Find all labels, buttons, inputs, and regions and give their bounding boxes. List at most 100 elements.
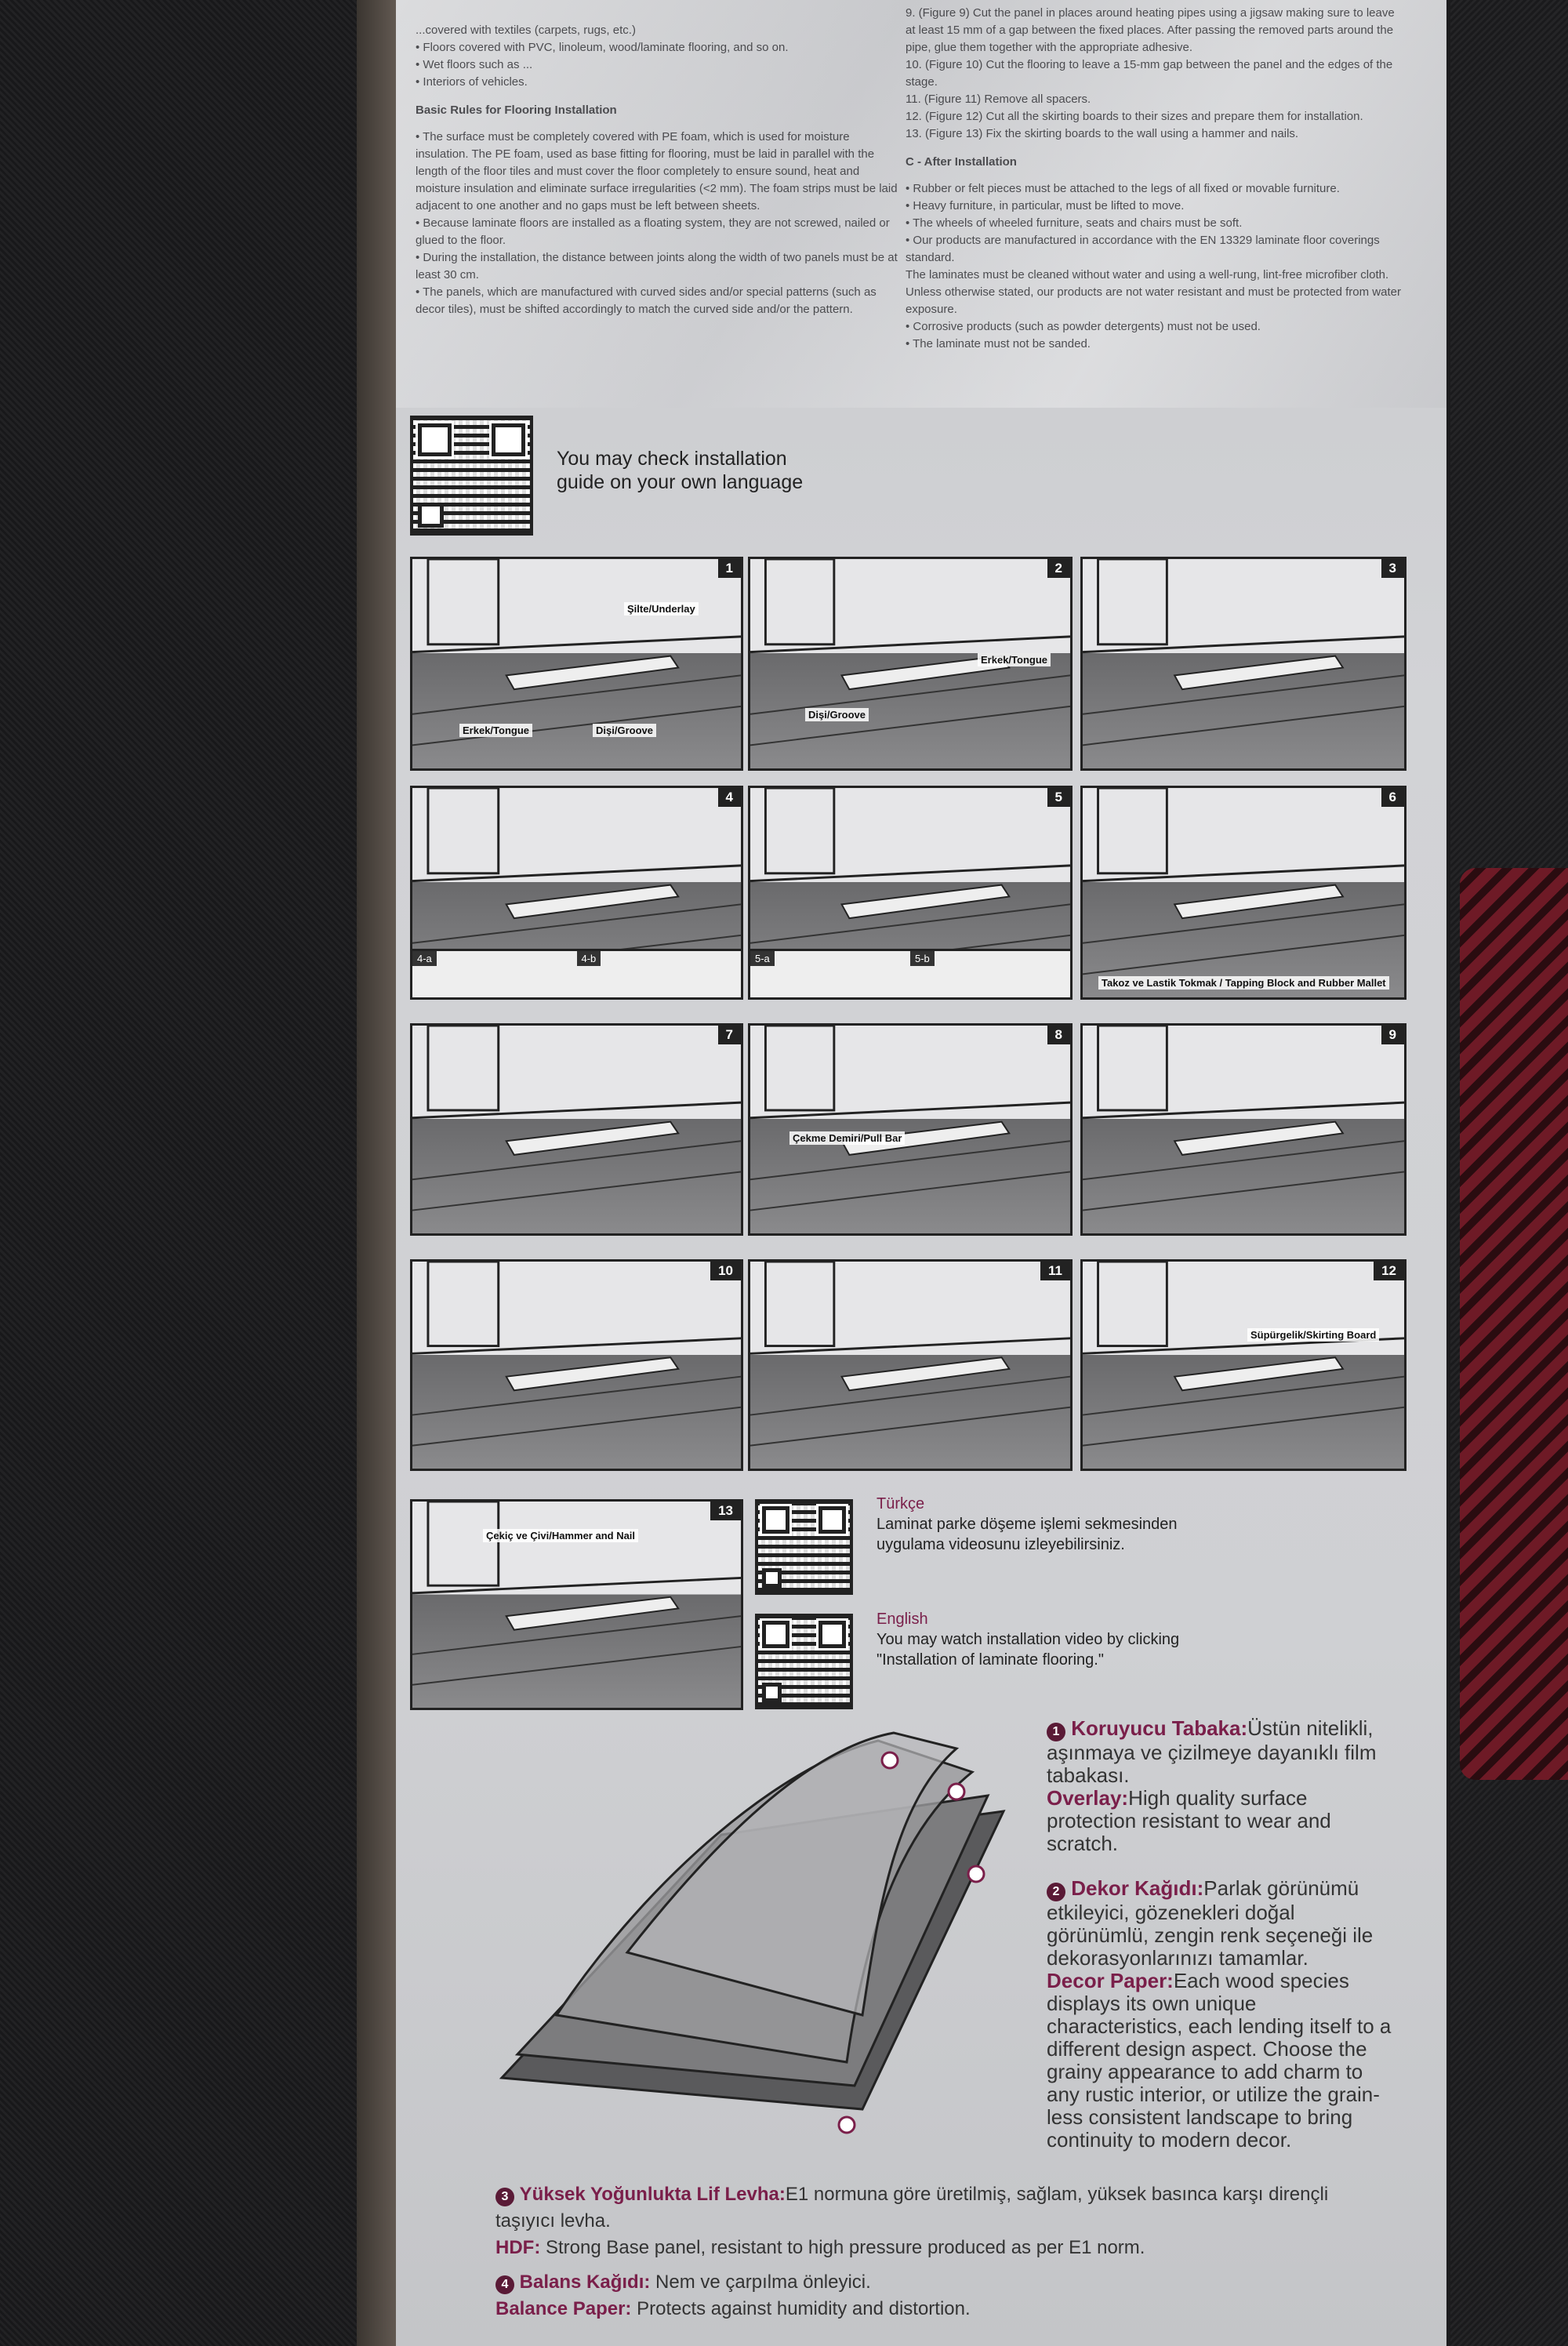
qr-code-guide[interactable] (410, 416, 533, 536)
layer-text: Strong Base panel, resistant to high pre… (546, 2237, 1145, 2258)
layer-title: Balance Paper: (495, 2298, 632, 2319)
step-illustration (412, 1026, 741, 1211)
step-number: 12 (1374, 1262, 1404, 1280)
text-line: • Interiors of vehicles. (416, 75, 528, 89)
sub-step-label: 4-b (576, 951, 601, 966)
step-label: Süpürgelik/Skirting Board (1247, 1328, 1380, 1342)
step-number: 7 (717, 1026, 741, 1044)
layer-title: Yüksek Yoğunlukta Lif Levha: (519, 2184, 786, 2205)
layer-number-badge: 3 (495, 2188, 514, 2206)
sub-step-label: 5-a (750, 951, 775, 966)
step-panel-10: 10 (410, 1259, 743, 1471)
layer-descriptions: 1 Koruyucu Tabaka:Üstün nitelikli, aşınm… (1047, 1717, 1392, 2152)
step-label: Erkek/Tongue (459, 724, 533, 737)
sub-step-label: 4-a (412, 951, 437, 966)
step-label: Takoz ve Lastik Tokmak / Tapping Block a… (1098, 976, 1389, 990)
text-bullet: The laminates must be cleaned without wa… (906, 268, 1401, 316)
step-number: 9 (1381, 1026, 1404, 1044)
text-bullet: • The laminate must not be sanded. (906, 337, 1091, 350)
step-illustration (412, 559, 741, 746)
text-step: 9. (Figure 9) Cut the panel in places ar… (906, 6, 1395, 54)
sub-step-label: 5-b (910, 951, 935, 966)
step-illustration (1083, 559, 1404, 746)
layer-descriptions-bottom: 3 Yüksek Yoğunlukta Lif Levha:E1 normuna… (495, 2181, 1374, 2322)
language-title: Türkçe (877, 1495, 925, 1513)
text-bullet: • Our products are manufactured in accor… (906, 234, 1380, 264)
step-number: 1 (717, 559, 741, 578)
text-bullet: • Corrosive products (such as powder det… (906, 320, 1261, 333)
step-number: 5 (1047, 788, 1070, 807)
qr-code-english-video[interactable] (755, 1614, 853, 1709)
step-illustration (1083, 1262, 1404, 1447)
section-heading: C - After Installation (906, 155, 1017, 169)
top-left-text: ...covered with textiles (carpets, rugs,… (416, 22, 902, 318)
layer-number-badge: 1 (1047, 1723, 1065, 1741)
step-label: Erkek/Tongue (978, 653, 1051, 666)
layer-text: High quality surface protection resistan… (1047, 1786, 1331, 1855)
text-line: uygulama videosunu izleyebilirsiniz. (877, 1536, 1125, 1553)
video-turkish-text: Türkçe Laminat parke döşeme işlemi sekme… (877, 1494, 1178, 1555)
step-panel-9: 9 (1080, 1023, 1406, 1236)
layer-text: Parlak görünümü etkileyici, gözenekleri … (1047, 1876, 1374, 1970)
layer-title: Balans Kağıdı: (519, 2272, 651, 2293)
text-bullet: • During the installation, the distance … (416, 251, 898, 281)
step-illustration (1083, 788, 1404, 975)
video-english-text: English You may watch installation video… (877, 1609, 1179, 1670)
step-illustration (412, 1262, 741, 1447)
carpet-background-left (0, 0, 357, 2346)
step-label: Çekiç ve Çivi/Hammer and Nail (483, 1529, 639, 1542)
text-line: ...covered with textiles (carpets, rugs,… (416, 24, 636, 37)
sub-step-4-a: 4-a (412, 949, 577, 997)
step-number: 11 (1040, 1262, 1070, 1280)
sub-step-5-b: 5-b (910, 949, 1070, 997)
text-line: Laminat parke döşeme işlemi sekmesinden (877, 1516, 1178, 1533)
step-illustration (750, 559, 1070, 746)
sub-step-4-b: 4-b (576, 949, 741, 997)
layer-title: HDF: (495, 2237, 541, 2258)
step-panel-7: 7 (410, 1023, 743, 1236)
text-bullet: • The wheels of wheeled furniture, seats… (906, 216, 1243, 230)
layer-text: Üstün nitelikli, aşınmaya ve çizilmeye d… (1047, 1716, 1377, 1787)
step-label: Çekme Demiri/Pull Bar (789, 1131, 906, 1145)
step-illustration (412, 1502, 741, 1686)
step-panel-4: 4 4-a 4-b (410, 786, 743, 1000)
text-step: 11. (Figure 11) Remove all spacers. (906, 93, 1091, 106)
step-number: 10 (710, 1262, 741, 1280)
laminate-layers-illustration (499, 1731, 1006, 2134)
layer-text: Nem ve çarpılma önleyici. (655, 2272, 871, 2293)
layer-number-badge: 2 (1047, 1883, 1065, 1901)
step-number: 4 (717, 788, 741, 807)
text-bullet: • Heavy furniture, in particular, must b… (906, 199, 1185, 212)
text-line: • Floors covered with PVC, linoleum, woo… (416, 41, 789, 54)
text-step: 12. (Figure 12) Cut all the skirting boa… (906, 110, 1363, 123)
step-number: 3 (1381, 559, 1404, 578)
step-panel-11: 11 (748, 1259, 1073, 1471)
step-illustration (1083, 1026, 1404, 1211)
qr-guide-text: You may check installation guide on your… (557, 447, 803, 494)
step-number: 2 (1047, 559, 1070, 578)
text-step: 10. (Figure 10) Cut the flooring to leav… (906, 58, 1393, 89)
text-line: • Wet floors such as ... (416, 58, 533, 71)
text-line: guide on your own language (557, 471, 804, 493)
layer-title: Overlay: (1047, 1786, 1129, 1810)
text-step: 13. (Figure 13) Fix the skirting boards … (906, 127, 1299, 140)
step-label: Şilte/Underlay (624, 602, 699, 616)
step-number: 8 (1047, 1026, 1070, 1044)
language-title: English (877, 1611, 928, 1628)
text-bullet: • The panels, which are manufactured wit… (416, 285, 877, 316)
step-panel-3: 3 (1080, 557, 1406, 771)
step-illustration (750, 1262, 1070, 1447)
text-bullet: • Because laminate floors are installed … (416, 216, 890, 247)
layer-text: Protects against humidity and distortion… (637, 2298, 971, 2319)
step-label: Dişi/Groove (593, 724, 656, 737)
top-right-text: 9. (Figure 9) Cut the panel in places ar… (906, 5, 1407, 353)
qr-code-turkish-video[interactable] (755, 1499, 853, 1595)
step-label: Dişi/Groove (805, 708, 869, 721)
step-illustration (750, 1026, 1070, 1211)
layer-title: Decor Paper: (1047, 1969, 1174, 1992)
